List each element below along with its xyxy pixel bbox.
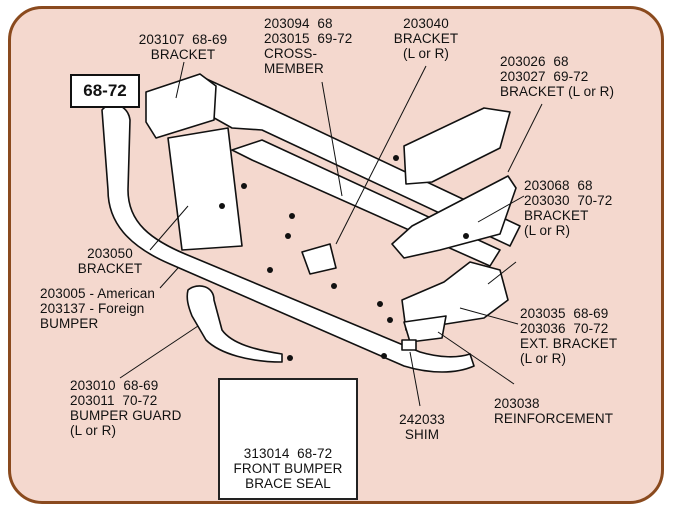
bumper-guard-part	[186, 285, 283, 363]
reinforcement	[403, 315, 447, 343]
label-bracket-right: 203026 68 203027 69-72 BRACKET (L or R)	[500, 54, 615, 99]
leader-bracket-left	[149, 205, 189, 251]
brace-seal-box	[218, 378, 358, 500]
label-crossmember: 203094 68 203015 69-72 CROSS- MEMBER	[264, 16, 353, 76]
label-ext-bracket: 203035 68-69 203036 70-72 EXT. BRACKET (…	[520, 306, 618, 366]
leader-bracket-lr-top	[335, 65, 427, 245]
leader-bracket-right	[507, 103, 543, 173]
leader-bracket-mid-right	[477, 195, 525, 223]
year-range-badge: 68-72	[70, 74, 140, 108]
label-bracket-mid-right: 203068 68 203030 70-72 BRACKET (L or R)	[524, 178, 613, 238]
label-bracket-lr-top: 203040 BRACKET (L or R)	[393, 16, 459, 61]
leader-bracket-top	[175, 61, 185, 99]
label-brace-seal: 313014 68-72 FRONT BUMPER BRACE SEAL	[233, 446, 343, 491]
bumper-bar	[101, 103, 475, 373]
leader-crossmember	[321, 81, 343, 197]
right-long-bracket	[391, 175, 517, 259]
label-bracket-top: 203107 68-69 BRACKET	[138, 32, 228, 62]
leader-shim	[409, 351, 421, 407]
upper-right-bracket	[403, 107, 511, 185]
top-bracket	[145, 73, 217, 139]
leader-ext-bracket	[459, 307, 519, 325]
leader-reinforcement	[437, 331, 515, 385]
leader-ext-bracket-2	[487, 261, 517, 285]
leader-bumper	[159, 267, 179, 289]
label-bracket-left: 203050 BRACKET	[77, 246, 143, 276]
label-bumper: 203005 - American 203137 - Foreign BUMPE…	[40, 286, 156, 331]
left-bracket-plate	[167, 127, 243, 251]
small-bracket	[301, 243, 337, 275]
label-shim: 242033 SHIM	[399, 412, 445, 442]
label-reinforcement: 203038 REINFORCEMENT	[494, 396, 614, 426]
label-bumper-guard: 203010 68-69 203011 70-72 BUMPER GUARD (…	[70, 378, 182, 438]
leader-bumper-guard	[119, 325, 199, 379]
shim-part	[401, 339, 417, 351]
